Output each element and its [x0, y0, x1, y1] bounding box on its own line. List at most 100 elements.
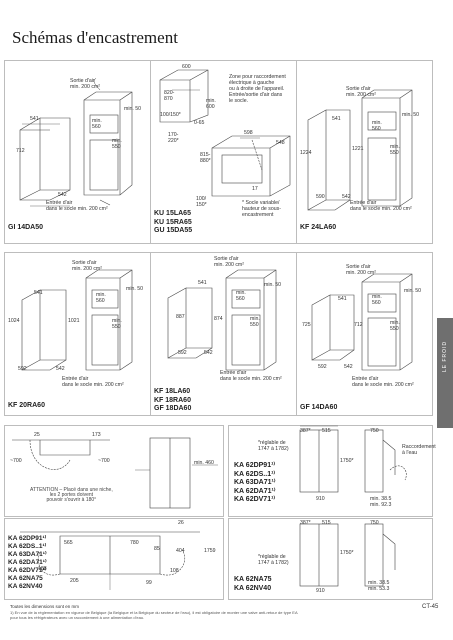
p8-dim-387: 387* — [300, 428, 311, 434]
p3-dim-1224: 1224 — [300, 150, 312, 156]
p3-model: KF 24LA60 — [300, 224, 337, 231]
p9-dim-780: 780 — [130, 540, 139, 546]
p10-dim-387: 387* — [300, 520, 311, 526]
p6-dim-542: 542 — [344, 364, 353, 370]
p6-dim-592: 592 — [318, 364, 327, 370]
p6-dim-725: 725 — [302, 322, 311, 328]
p4-air-in: Entrée d'air dans le socle min. 200 cm² — [62, 376, 124, 388]
panel-gf14da60 — [296, 252, 433, 416]
p6-dim-min560: min. 560 — [372, 294, 382, 306]
p3-dim-590: 590 — [316, 194, 325, 200]
p10-reglable: *réglable de 1747 à 1782) — [258, 554, 289, 566]
p6-air-in: Entrée d'air dans le socle min. 200 cm² — [352, 376, 414, 388]
panel-ka62-door-plan — [4, 518, 224, 600]
p3-dim-542: 542 — [342, 194, 351, 200]
p3-dim-min50: min. 50 — [402, 112, 420, 118]
p5-air-out: Sortie d'air min. 200 cm² — [214, 256, 244, 268]
p4-dim-min550: min. 550 — [112, 318, 122, 330]
p4-dim-592: 592 — [18, 366, 27, 372]
panel-ku15la65 — [150, 60, 298, 244]
p1-dim-min550: min. 550 — [112, 138, 122, 150]
panel-kf18la60 — [150, 252, 298, 416]
p1-dim-712: 712 — [16, 148, 25, 154]
p1-dim-542: 542 — [58, 192, 67, 198]
p9-models: KA 62DP91¹⁾ KA 62DS..1¹⁾ KA 63DA71¹⁾ KA … — [8, 535, 47, 590]
p1-air-in: Entrée d'air dans le socle min. 200 cm² — [46, 200, 108, 212]
p2-dim-min600: min. 600 — [206, 98, 216, 110]
p3-dim-1221: 1221 — [352, 146, 364, 152]
p2-dim-820-870: 820- 870 — [164, 90, 175, 102]
p2-zone-note: Zone pour raccordement électrique à gauc… — [229, 74, 286, 104]
page-number: CT-45 — [422, 604, 439, 610]
p9-dim-565: 565 — [64, 540, 73, 546]
p10-models: KA 62NA75 KA 62NV40 — [234, 576, 272, 592]
p1-dim-min50: min. 50 — [124, 106, 142, 112]
page-title: Schémas d'encastrement — [12, 28, 178, 47]
p8-models: KA 62DP91¹⁾ KA 62DS..1¹⁾ KA 63DA71¹⁾ KA … — [234, 462, 276, 503]
p10-dim-1750: 1750* — [340, 550, 354, 556]
p7-attention: ATTENTION – Placé dans une niche, les 2 … — [30, 487, 113, 504]
p2-dim-598: 598 — [244, 130, 253, 136]
p8-dim-min38: min. 38.5 — [370, 496, 392, 502]
p9-dim-26: 26 — [178, 520, 184, 526]
p1-air-out: Sortie d'air min. 200 cm² — [70, 78, 100, 90]
p2-socle-note: * Socle variable/ hauteur de sous- encas… — [242, 200, 281, 218]
p1-dim-541: 541 — [30, 116, 39, 122]
p9-dim-108: 108 — [170, 568, 179, 574]
p2-models: KU 15LA65 KU 15RA65 GU 15DA55 — [154, 210, 193, 234]
p2-dim-815-880: 815- 880* — [200, 152, 211, 164]
p3-air-in: Entrée d'air dans le socle min. 200 cm² — [350, 200, 412, 212]
p4-air-out: Sortie d'air min. 200 cm² — [72, 260, 102, 272]
p1-model: GI 14DA50 — [8, 224, 44, 231]
p3-dim-min550: min. 550 — [390, 144, 400, 156]
p6-dim-712: 712 — [354, 322, 363, 328]
p2-dim-17: 17 — [252, 186, 258, 192]
p8-dim-515: 515 — [322, 428, 331, 434]
p5-air-in: Entrée d'air dans le socle min. 200 cm² — [220, 370, 282, 382]
p6-air-out: Sortie d'air min. 200 cm² — [346, 264, 376, 276]
p5-dim-887: 887 — [176, 314, 185, 320]
p5-dim-542: 542 — [204, 350, 213, 356]
p10-dim-750: 750 — [370, 520, 379, 526]
p4-dim-min560: min. 560 — [96, 292, 106, 304]
p9-dim-85: 85 — [154, 546, 160, 552]
p3-dim-min560: min. 560 — [372, 120, 382, 132]
p6-dim-541: 541 — [338, 296, 347, 302]
p5-dim-min50: min. 50 — [264, 282, 282, 288]
p10-dim-min53: min. 53.3 — [368, 586, 390, 592]
panel-kf24la60 — [296, 60, 433, 244]
p1-dim-min560: min. 560 — [92, 118, 102, 130]
p9-dim-205: 205 — [70, 578, 79, 584]
p7-dim-25: 25 — [34, 432, 40, 438]
p4-dim-1024: 1024 — [8, 318, 20, 324]
p5-dim-592: 592 — [178, 350, 187, 356]
p10-dim-910: 910 — [316, 588, 325, 594]
p5-dim-min550: min. 550 — [250, 316, 260, 328]
p2-dim-600: 600 — [182, 64, 191, 70]
p9-dim-404: 404 — [176, 548, 185, 554]
p8-dim-750: 750 — [370, 428, 379, 434]
p6-model: GF 14DA60 — [300, 404, 338, 411]
p6-dim-min550: min. 550 — [390, 320, 400, 332]
p4-model: KF 20RA60 — [8, 402, 45, 409]
p7-dim-700a: ~700 — [10, 458, 22, 464]
p8-reglable: *réglable de 1747 à 1782) — [258, 440, 289, 452]
p4-dim-1021: 1021 — [68, 318, 80, 324]
p9-dim-99: 99 — [146, 580, 152, 586]
section-tab-label: LE FROID — [442, 340, 448, 372]
p4-dim-min50: min. 50 — [126, 286, 144, 292]
p5-dim-874: 874 — [214, 316, 223, 322]
p8-dim-min92: min. 92.3 — [370, 502, 392, 508]
p8-dim-1750: 1750* — [340, 458, 354, 464]
p2-dim-170-220: 170- 220* — [168, 132, 179, 144]
section-tab — [437, 318, 453, 428]
footer-footnote: 1) En vue de la réglementation en vigueu… — [10, 610, 298, 620]
p8-raccordement: Raccordement à l'eau — [402, 444, 436, 456]
p2-dim-0-65: 0-65 — [194, 120, 205, 126]
p10-dim-min38: min. 38.5 — [368, 580, 390, 586]
p8-dim-910: 910 — [316, 496, 325, 502]
p9-dim-188: 188 — [38, 566, 47, 572]
panel-ka62-water — [228, 425, 433, 517]
p10-dim-515: 515 — [322, 520, 331, 526]
